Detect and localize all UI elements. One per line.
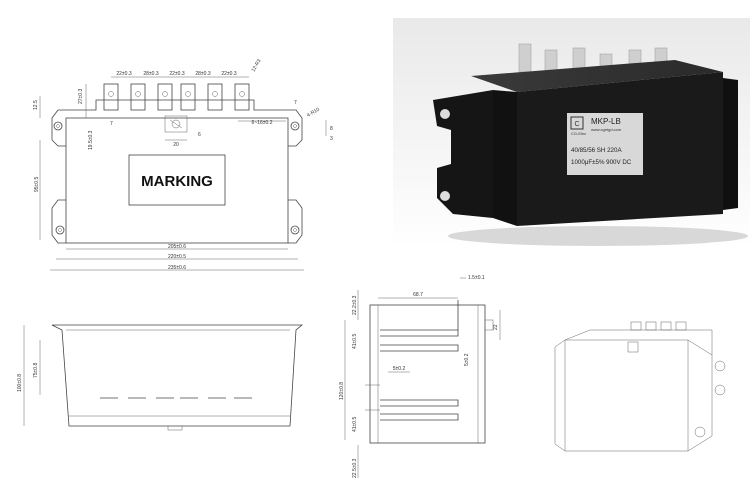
- photo-line1: 40/85/56 SH 220A: [571, 147, 622, 154]
- dim-side-7: 7: [294, 100, 297, 106]
- dim-w-235: 235±0.6: [168, 265, 186, 271]
- mounting-hole: [290, 225, 300, 235]
- dim-tab-7: 7: [110, 121, 113, 127]
- front-view: 100±0.8 75±0.8: [17, 324, 304, 431]
- dim-41-a: 41±0.5: [352, 334, 358, 349]
- dim-terminal-len: 19.5±0.3: [88, 130, 94, 150]
- dim-pitch-1: 22±0.3: [116, 71, 131, 77]
- side-view: 68.7 1.5±0.1 22 22.2±0.3 41±0.5 41±0.5 5…: [339, 275, 501, 478]
- dim-41-b: 41±0.5: [352, 417, 358, 432]
- dim-r-top: 12-R3: [251, 58, 263, 73]
- dim-120: 120±0.8: [339, 382, 345, 400]
- product-photo: C CG-Elec MKP-LB www.cgetgd.com 40/85/56…: [393, 18, 750, 248]
- top-terminals: [103, 83, 250, 111]
- dim-5-b: 5±0.2: [464, 353, 470, 366]
- dim-pitch-3: 22±0.3: [169, 71, 184, 77]
- dim-22: 22: [493, 324, 499, 330]
- top-view-flange: [51, 99, 303, 244]
- dim-center-20: 20: [173, 142, 179, 148]
- dim-pitch-5: 22±0.3: [221, 71, 236, 77]
- photo-line2: 1000μF±5% 900V DC: [571, 159, 632, 166]
- dim-top-left-1: 27±0.3: [78, 89, 84, 104]
- marking-box: [128, 154, 226, 206]
- dim-top-left-2: 12.5: [33, 100, 39, 110]
- dim-side-8: 8: [330, 126, 333, 132]
- photo-label: [567, 113, 643, 175]
- dim-pitch-4: 28±0.3: [195, 71, 210, 77]
- mounting-hole: [53, 121, 63, 131]
- dim-w-220: 220±0.5: [168, 254, 186, 260]
- photo-model: MKP-LB: [591, 117, 621, 126]
- dim-hole-6: 6: [198, 132, 201, 138]
- dim-side-3: 3: [330, 136, 333, 142]
- photo-site: www.cgetgd.com: [591, 127, 622, 132]
- dim-w-205: 205±0.6: [168, 244, 186, 250]
- dim-h-75: 75±0.8: [33, 363, 39, 378]
- dim-68-7: 68.7: [413, 292, 423, 298]
- top-view: MARKING 22±0.3 28±0.3 22±0.3 28±0.3 22±0…: [33, 58, 333, 271]
- isometric-sketch: [554, 321, 726, 452]
- dim-22-5: 22.5±0.3: [352, 458, 358, 478]
- dim-5-a: 5±0.2: [393, 366, 406, 372]
- logo-icon: [570, 116, 584, 130]
- dim-height: 95±0.5: [34, 177, 40, 192]
- dim-r-side: 4-R10: [306, 107, 321, 119]
- mounting-hole: [55, 225, 65, 235]
- dim-slot: 6~16±0.2: [252, 120, 273, 126]
- photo-logo: CG-Elec: [571, 131, 586, 136]
- dim-h-100: 100±0.8: [17, 374, 23, 392]
- marking-text: MARKING: [141, 173, 213, 190]
- dim-22-2: 22.2±0.3: [352, 295, 358, 315]
- dim-pitch-2: 28±0.3: [143, 71, 158, 77]
- svg-text:C: C: [574, 121, 579, 128]
- top-view-body: [65, 117, 289, 244]
- mounting-hole: [290, 121, 300, 131]
- dim-1-5: 1.5±0.1: [468, 275, 485, 281]
